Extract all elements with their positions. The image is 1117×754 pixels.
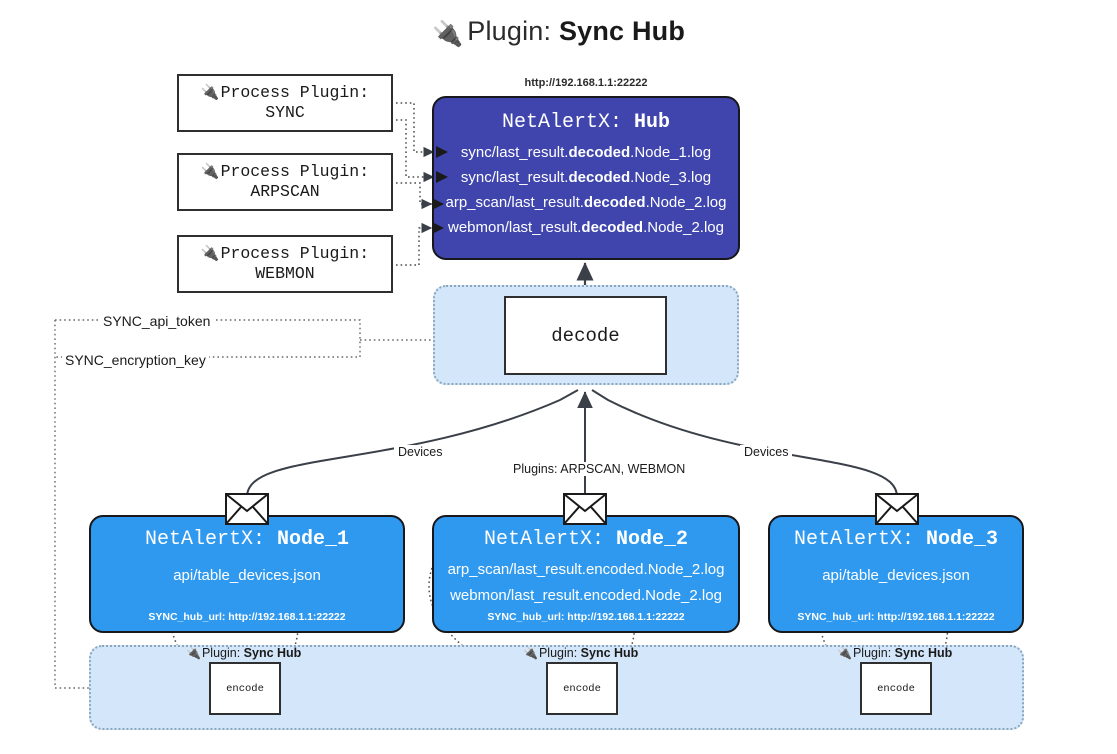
node-title: NetAlertX: Node_3: [793, 528, 999, 551]
title-prefix: Plugin:: [467, 16, 552, 46]
hub-log-list: sync/last_result.decoded.Node_1.log sync…: [434, 140, 738, 240]
encode-box-node2[interactable]: encode: [546, 662, 618, 715]
plug-icon: 🔌: [837, 646, 852, 660]
edge-sync-to-hub-line2: [396, 119, 435, 183]
edge-node1-to-decode: [246, 389, 579, 498]
page-title: 🔌Plugin: Sync Hub: [0, 16, 1117, 48]
node-payload-line: arp_scan/last_result.encoded.Node_2.log: [447, 561, 725, 578]
sync-encryption-key-label: SYNC_encryption_key: [62, 352, 209, 368]
process-plugin-label: 🔌Process Plugin:: [200, 243, 370, 263]
decode-box[interactable]: decode: [504, 296, 667, 375]
hub-log-line: arp_scan/last_result.decoded.Node_2.log: [445, 194, 727, 211]
plug-icon: 🔌: [431, 20, 464, 48]
hub-title: NetAlertX: Hub: [501, 111, 671, 134]
edge-label-plugins-center: Plugins: ARPSCAN, WEBMON: [509, 462, 690, 476]
edge-arpscan-to-hub: [396, 182, 433, 210]
plug-icon: 🔌: [200, 84, 220, 102]
node-payload-line: api/table_devices.json: [822, 567, 970, 584]
title-plugin-name: Sync Hub: [558, 16, 686, 46]
sync-api-token-label: SYNC_api_token: [100, 313, 214, 329]
plugin-caption-node2: 🔌Plugin: Sync Hub: [523, 646, 639, 660]
node-footer: SYNC_hub_url: http://192.168.1.1:22222: [487, 611, 685, 623]
node-payload-line: webmon/last_result.encoded.Node_2.log: [450, 587, 722, 604]
node-footer: SYNC_hub_url: http://192.168.1.1:22222: [148, 611, 346, 623]
process-plugin-name: WEBMON: [255, 264, 315, 284]
hub-node[interactable]: NetAlertX: Hub sync/last_result.decoded.…: [432, 96, 740, 260]
node-title: NetAlertX: Node_2: [483, 528, 689, 551]
process-plugin-label: 🔌Process Plugin:: [200, 161, 370, 181]
process-plugin-arpscan[interactable]: 🔌Process Plugin: ARPSCAN: [177, 153, 393, 211]
edge-label-devices-left: Devices: [394, 445, 447, 459]
plug-icon: 🔌: [523, 646, 538, 660]
process-plugin-sync[interactable]: 🔌Process Plugin: SYNC: [177, 74, 393, 132]
plug-icon: 🔌: [200, 245, 220, 263]
encode-box-node3[interactable]: encode: [860, 662, 932, 715]
node-payload-line: api/table_devices.json: [173, 567, 321, 584]
edge-label-devices-right: Devices: [740, 445, 793, 459]
process-plugin-name: SYNC: [265, 103, 305, 123]
encode-box-node1[interactable]: encode: [209, 662, 281, 715]
hub-url-label: http://192.168.1.1:22222: [524, 77, 648, 89]
node-1[interactable]: NetAlertX: Node_1 api/table_devices.json…: [89, 515, 405, 633]
plug-icon: 🔌: [200, 163, 220, 181]
process-plugin-name: ARPSCAN: [250, 182, 320, 202]
edge-node3-to-decode: [591, 389, 898, 498]
edge-webmon-to-hub: [396, 222, 433, 266]
process-plugin-webmon[interactable]: 🔌Process Plugin: WEBMON: [177, 235, 393, 293]
plug-icon: 🔌: [186, 646, 201, 660]
edge-sync-to-hub-line1: [396, 102, 435, 158]
node-title: NetAlertX: Node_1: [144, 528, 350, 551]
plugin-caption-node1: 🔌Plugin: Sync Hub: [186, 646, 302, 660]
process-plugin-label: 🔌Process Plugin:: [200, 82, 370, 102]
node-2[interactable]: NetAlertX: Node_2 arp_scan/last_result.e…: [432, 515, 740, 633]
hub-log-line: sync/last_result.decoded.Node_3.log: [460, 169, 712, 186]
hub-log-line: webmon/last_result.decoded.Node_2.log: [448, 219, 724, 236]
node-3[interactable]: NetAlertX: Node_3 api/table_devices.json…: [768, 515, 1024, 633]
node-footer: SYNC_hub_url: http://192.168.1.1:22222: [797, 611, 995, 623]
hub-log-line: sync/last_result.decoded.Node_1.log: [460, 144, 712, 161]
plugin-caption-node3: 🔌Plugin: Sync Hub: [837, 646, 953, 660]
